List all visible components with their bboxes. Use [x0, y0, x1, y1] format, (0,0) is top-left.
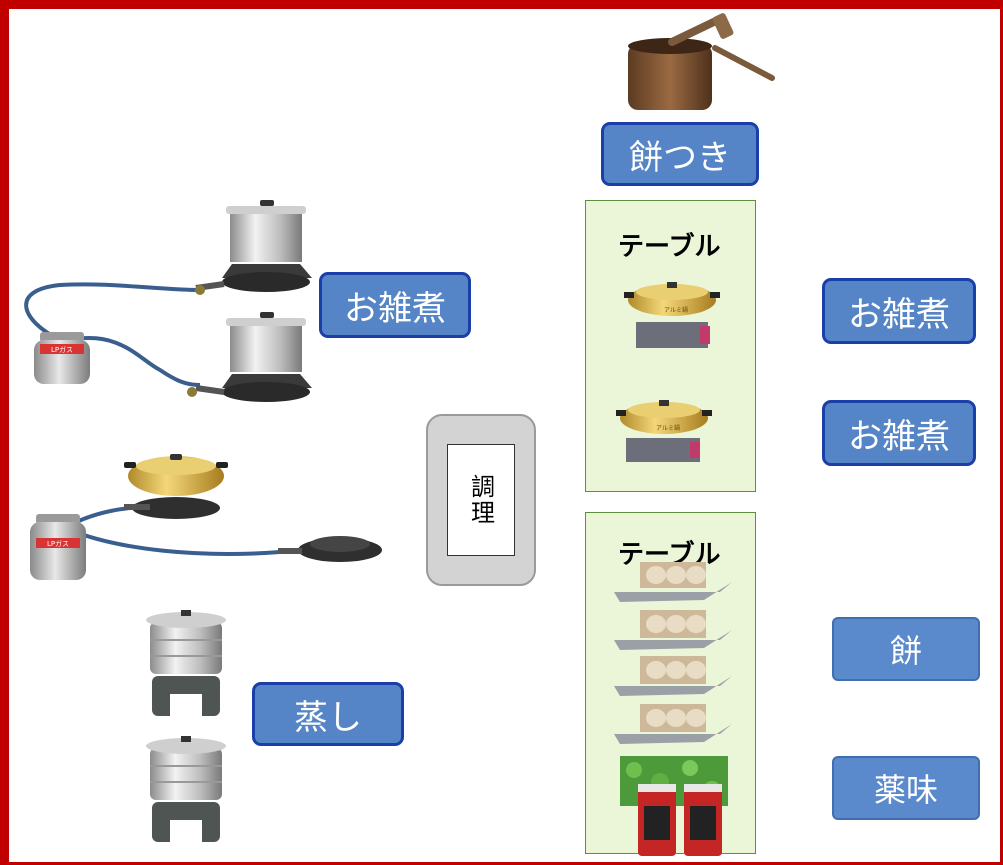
stockpot-lower-icon [187, 312, 312, 402]
ozoni-right-2-label: お雑煮 [822, 400, 976, 466]
svg-text:LPガス: LPガス [51, 345, 73, 354]
spice-jar-2-icon [684, 784, 722, 856]
yakumi-label: 薬味 [832, 756, 980, 820]
frame-top-border [0, 0, 1003, 9]
mochi-tray-4-icon [614, 704, 732, 744]
steamer-lower-icon [146, 736, 226, 842]
mushi-label: 蒸し [252, 682, 404, 746]
steamer-upper-icon [146, 610, 226, 716]
spice-jar-1-icon [638, 784, 676, 856]
ozoni-right-1-label: お雑煮 [822, 278, 976, 344]
portable-stove-pot-1-icon: アルミ鍋 [624, 282, 720, 348]
mortar-icon [628, 13, 775, 110]
mochi-label: 餅 [832, 617, 980, 681]
gas-tank-middle-icon: LPガス [30, 514, 86, 580]
frame-left-border [0, 0, 9, 865]
mochitsuki-label: 餅つき [601, 122, 759, 186]
mochi-tray-1-icon [614, 562, 732, 602]
upper-table-title: テーブル [618, 232, 721, 262]
svg-text:LPガス: LPガス [47, 539, 69, 548]
svg-text:アルミ鍋: アルミ鍋 [656, 424, 680, 432]
gold-pot-burner-icon [124, 454, 228, 519]
mochi-tray-3-icon [614, 656, 732, 696]
ozoni-left-label: お雑煮 [319, 272, 471, 338]
frame-bottom-border [0, 862, 1003, 865]
gas-hose-upper [24, 282, 201, 387]
portable-stove-pot-2-icon: アルミ鍋 [616, 400, 712, 462]
mochi-tray-2-icon [614, 610, 732, 650]
cooking-station-sign: 調理 [447, 444, 515, 556]
gas-tank-upper-icon: LPガス [34, 332, 90, 384]
cooking-label: 調理 [466, 474, 495, 526]
frame-right-border [1000, 0, 1003, 865]
svg-text:アルミ鍋: アルミ鍋 [664, 306, 688, 314]
burner-icon [278, 536, 382, 562]
stockpot-upper-icon [195, 200, 312, 295]
